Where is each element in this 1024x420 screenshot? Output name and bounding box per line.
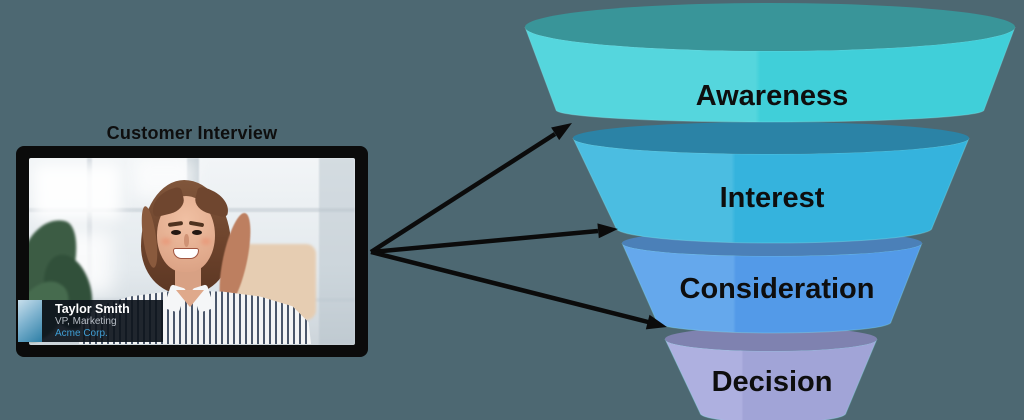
interest-label: Interest <box>720 182 825 214</box>
arrow-to-interest-line <box>369 132 557 254</box>
decision-label: Decision <box>712 366 833 398</box>
window-glare <box>33 164 121 220</box>
eye <box>171 230 181 235</box>
blush <box>201 238 211 245</box>
funnel-stage-interest: Interest <box>572 122 970 244</box>
awareness-label: Awareness <box>696 80 849 112</box>
arrows <box>369 123 667 330</box>
awareness-top-ellipse <box>525 3 1015 51</box>
eyebrow <box>167 220 184 228</box>
funnel-stage-awareness: Awareness <box>524 3 1016 123</box>
speaker-company: Acme Corp. <box>55 328 108 339</box>
arrow-to-decision-line <box>370 249 649 325</box>
funnel-stage-decision: Decision <box>664 327 878 420</box>
consideration-label: Consideration <box>680 273 875 305</box>
arrow-to-decision-head <box>645 314 667 330</box>
eyebrow <box>188 220 205 228</box>
interest-top-ellipse <box>573 122 969 154</box>
funnel-stage-consideration: Consideration <box>621 230 923 334</box>
smile <box>173 248 199 259</box>
decision-top-ellipse <box>665 327 877 351</box>
eye <box>192 230 202 235</box>
speaker-role: VP, Marketing <box>55 316 117 327</box>
blush <box>161 238 171 245</box>
arrow-to-consideration-head <box>597 223 618 239</box>
arrow-to-consideration-line <box>370 228 599 255</box>
nose <box>184 234 189 247</box>
speaker-name: Taylor Smith <box>55 302 130 316</box>
arrow-to-interest-head <box>551 123 572 141</box>
video-frame: Taylor Smith VP, Marketing Acme Corp. <box>16 146 368 357</box>
lower-third: Taylor Smith VP, Marketing Acme Corp. <box>18 300 163 342</box>
lower-third-text-box: Taylor Smith VP, Marketing Acme Corp. <box>42 300 163 342</box>
video-title: Customer Interview <box>106 123 278 143</box>
lower-third-accent-square <box>18 300 42 342</box>
